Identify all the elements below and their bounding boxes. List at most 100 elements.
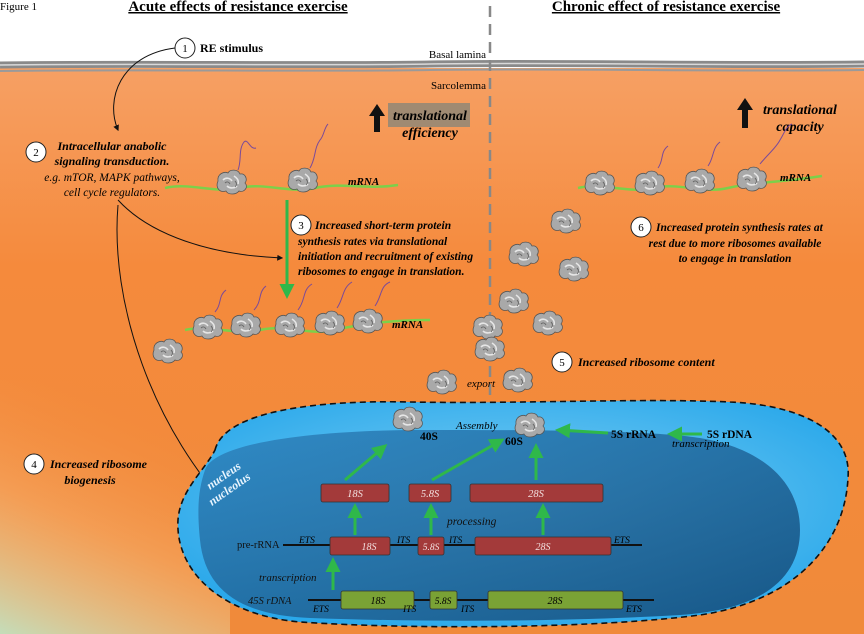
arrow-18s-to-40s (344, 444, 388, 482)
step-3-line-2: synthesis rates via translational (297, 236, 448, 248)
transcription-label: transcription (259, 572, 317, 584)
mrna-label: mRNA (348, 176, 379, 188)
ribosome (314, 310, 346, 336)
processing-label: processing (446, 516, 497, 528)
transcription-5s-label: transcription (672, 438, 730, 450)
step-2: 2 Intracellular anabolic signaling trans… (25, 139, 180, 199)
step-6: 6 Increased protein synthesis rates at r… (630, 216, 824, 265)
rrna-58s-label: 5.8S (421, 489, 440, 500)
step-1-number: 1 (182, 43, 188, 55)
step-4: 4 Increased ribosome biogenesis (23, 453, 148, 487)
mrna-strand-acute-bottom: mRNA (184, 281, 431, 340)
rrna-28s-label: 28S (528, 489, 545, 500)
pre-18s-label: 18S (362, 542, 377, 553)
peptide-chain (214, 289, 227, 313)
step-3-line-4: ribosomes to engage in translation. (298, 266, 464, 278)
rrna-5s-label: 5S rRNA (611, 429, 657, 441)
pre-18s-box (329, 536, 391, 556)
rdna-45s: 45S rDNA 18S 5.8S 28S ETS ITS ITS ETS (248, 590, 654, 615)
rdna-45s-label: 45S rDNA (248, 596, 292, 607)
ribosome (192, 314, 224, 340)
chronic-title: Chronic effect of resistance exercise (552, 0, 781, 15)
pre-rrna-label: pre-rRNA (237, 540, 280, 551)
subunit-40s-label: 40S (420, 431, 438, 443)
peptide-chain (759, 123, 793, 165)
its-label: ITS (396, 536, 410, 546)
ribosome (216, 169, 248, 195)
processed-rrna: 18S 5.8S 28S (320, 483, 604, 503)
ribosome (502, 367, 534, 393)
ribosome (558, 256, 590, 282)
pre-rrna: pre-rRNA 18S 5.8S 28S ETS ITS ITS ETS (237, 536, 642, 556)
capacity-line-2: capacity (776, 120, 824, 135)
its-label: ITS (448, 536, 462, 546)
step-2-badge (25, 141, 47, 163)
step-6-line-1: Increased protein synthesis rates at (655, 222, 824, 234)
mrna-label: mRNA (780, 172, 811, 184)
rdna-5s-label: 5S rDNA (707, 429, 753, 441)
figure-label: Figure 1 (0, 1, 37, 13)
pre-28s-label: 28S (536, 542, 551, 553)
ribosome (508, 241, 540, 267)
mrna-strand-chronic: mRNA (577, 123, 823, 196)
step-6-line-3: to engage in translation (679, 253, 792, 265)
step-2-line-1: Intracellular anabolic (56, 139, 167, 153)
subunit-60s-label: 60S (505, 436, 523, 448)
basal-lamina-label: Basal lamina (429, 49, 486, 61)
arrow-58s-to-60s (431, 438, 505, 482)
rrna-58s-box (408, 483, 452, 503)
step-5-badge (551, 351, 573, 373)
step-5-number: 5 (559, 357, 565, 369)
arrow-1-to-2 (113, 47, 176, 132)
step-1-text: RE stimulus (200, 41, 263, 55)
step-3: 3 Increased short-term protein synthesis… (290, 214, 473, 278)
ribosome (736, 166, 768, 192)
rrna-18s-box (320, 483, 390, 503)
step-4-badge (23, 453, 45, 475)
ets-label: ETS (625, 605, 642, 615)
peptide-chain (707, 141, 721, 167)
ribosome (472, 314, 504, 340)
dna-18s-label: 18S (371, 596, 386, 607)
ribosome (584, 170, 616, 196)
assembly-label: Assembly (455, 420, 498, 432)
peptide-chain (336, 281, 353, 309)
mrna-strand-acute-top: mRNA (164, 123, 399, 195)
efficiency-line-1: translational (393, 109, 467, 124)
peptide-chain (297, 283, 313, 311)
ribosome (426, 369, 458, 395)
step-2-detail-2: cell cycle regulators. (64, 187, 160, 199)
sarcolemma-line (0, 68, 864, 72)
step-3-line-3: initiation and recruitment of existing (298, 251, 473, 263)
step-6-badge (630, 216, 652, 238)
step-3-number: 3 (298, 220, 304, 232)
step-2-line-2: signaling transduction. (54, 154, 170, 168)
peptide-chain (253, 285, 267, 311)
rrna-28s-box (469, 483, 604, 503)
step-3-badge (290, 214, 312, 236)
step-5-text: Increased ribosome content (577, 355, 715, 369)
ets-label: ETS (312, 605, 329, 615)
mrna-label: mRNA (392, 319, 423, 331)
ribosome (474, 336, 506, 362)
capacity-up-arrow (737, 98, 753, 128)
step-4-line-2: biogenesis (64, 473, 116, 487)
step-5: 5 Increased ribosome content (551, 351, 715, 373)
step-4-line-1: Increased ribosome (49, 457, 148, 471)
step-3-line-1: Increased short-term protein (314, 220, 451, 232)
ets-label: ETS (613, 536, 630, 546)
peptide-chain (374, 281, 391, 307)
dna-58s-label: 5.8S (435, 597, 452, 607)
rrna-18s-label: 18S (347, 489, 364, 500)
peptide-chain (309, 123, 329, 169)
sarcolemma-label: Sarcolemma (431, 80, 486, 92)
ribosome (352, 308, 384, 334)
efficiency-highlight (388, 103, 470, 127)
efficiency-up-arrow (369, 104, 385, 132)
ribosome-60s (514, 412, 546, 438)
peptide-chain (237, 140, 257, 171)
arrow-2-to-3 (117, 199, 284, 261)
its-label: ITS (460, 605, 474, 615)
ribosome (287, 167, 319, 193)
